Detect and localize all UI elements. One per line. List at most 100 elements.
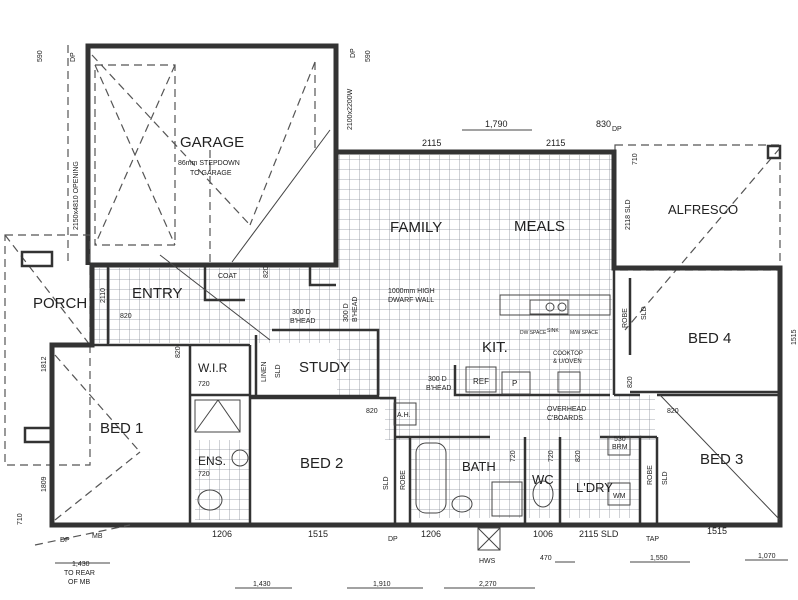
- dim-1550: 1,550: [650, 555, 668, 562]
- label-study: STUDY: [299, 359, 350, 376]
- dim-720-wir: 720: [198, 381, 210, 388]
- dim-710-left: 710: [17, 513, 24, 525]
- label-mb: MB: [92, 533, 103, 540]
- note-bhead-3b: B'HEAD: [426, 385, 451, 392]
- plan-notes: 1000mm HIGH DWARF WALL 300 D B'HEAD 300 …: [60, 48, 669, 586]
- dim-2270: 2,270: [479, 581, 497, 588]
- dim-590-right: 590: [365, 50, 372, 62]
- dim-530: 530: [614, 436, 626, 443]
- section-lines: [34, 254, 781, 546]
- label-hws: HWS: [479, 558, 496, 565]
- label-kitchen: KIT.: [482, 339, 508, 356]
- label-entry: ENTRY: [132, 285, 183, 302]
- tiled-floors: [92, 155, 655, 520]
- dim-2115-a: 2115: [422, 138, 441, 148]
- dim-1206-b: 1206: [421, 529, 441, 539]
- label-garage-note-2: TO GARAGE: [190, 170, 232, 177]
- note-mw-space: M/W SPACE: [570, 330, 599, 336]
- label-bed3: BED 3: [700, 451, 743, 468]
- note-garage-opening: 2150x4810 OPENING: [73, 161, 80, 230]
- label-family: FAMILY: [390, 219, 442, 236]
- note-sld-bed4: SLD: [641, 306, 648, 320]
- label-wir: W.I.R: [198, 361, 228, 375]
- note-bhead-1a: 300 D: [292, 309, 311, 316]
- dim-1515-right: 1515: [791, 329, 798, 345]
- note-bhead-1b: B'HEAD: [290, 318, 315, 325]
- dim-470: 470: [540, 555, 552, 562]
- label-bed2: BED 2: [300, 455, 343, 472]
- label-meals: MEALS: [514, 218, 565, 235]
- dim-1006: 1006: [533, 529, 553, 539]
- label-coat: COAT: [218, 273, 238, 280]
- note-cooktop-2: & U/OVEN: [553, 359, 582, 365]
- dim-1430-b: 1,430: [253, 581, 271, 588]
- note-dwarf-wall-1: 1000mm HIGH: [388, 288, 435, 295]
- room-labels: GARAGE 86mm STEPDOWN TO GARAGE PORCH ENT…: [33, 134, 743, 565]
- label-bed1: BED 1: [100, 420, 143, 437]
- dim-1206-a: 1206: [212, 529, 232, 539]
- note-bhead-3a: 300 D: [428, 376, 447, 383]
- porch: [4, 234, 91, 466]
- note-sink: SINK: [547, 328, 559, 334]
- label-garage-note-1: 86mm STEPDOWN: [178, 160, 240, 167]
- dim-2110: 2110: [100, 288, 107, 303]
- note-dp-5: DP: [350, 48, 357, 58]
- dim-820-wir: 820: [175, 346, 182, 358]
- label-wc: WC: [532, 472, 554, 487]
- dim-820-ldry: 820: [575, 450, 582, 462]
- alfresco: [614, 144, 782, 331]
- note-bhead-2b: B'HEAD: [352, 297, 359, 322]
- note-garage-door: 2100x2200W: [347, 88, 354, 130]
- dim-720-ens: 720: [198, 471, 210, 478]
- dim-1430-a: 1,430: [72, 561, 90, 568]
- note-dw-space: DW SPACE: [520, 330, 547, 336]
- dim-1812: 1812: [41, 356, 48, 372]
- dim-720-wc: 720: [548, 450, 555, 462]
- label-alfresco: ALFRESCO: [668, 202, 738, 217]
- note-cooktop-1: COOKTOP: [553, 351, 583, 357]
- dim-710-top: 710: [632, 153, 639, 165]
- label-ens: ENS.: [198, 454, 226, 468]
- note-dp-4: DP: [70, 52, 77, 62]
- kitchen-fixtures: [194, 294, 631, 551]
- note-overhead-1: OVERHEAD: [547, 406, 586, 413]
- dim-720-bath: 720: [510, 450, 517, 462]
- label-wm: WM: [613, 493, 626, 500]
- label-robe-bed2: ROBE: [400, 470, 407, 490]
- dim-590-left: 590: [37, 50, 44, 62]
- note-sld-study: SLD: [275, 364, 282, 378]
- dim-1515-b: 1515: [707, 526, 727, 536]
- note-dp-2: DP: [388, 536, 398, 543]
- label-linen: LINEN: [261, 361, 268, 382]
- note-dp-1: DP: [60, 537, 70, 544]
- house-walls: [49, 149, 783, 528]
- dim-820-bed4: 820: [627, 376, 634, 388]
- note-overhead-2: C'BOARDS: [547, 415, 583, 422]
- garage: [67, 43, 339, 265]
- label-laundry: L'DRY: [576, 480, 613, 495]
- label-tap: TAP: [646, 536, 659, 543]
- label-pantry: P: [512, 379, 517, 388]
- label-garage: GARAGE: [180, 134, 244, 151]
- dim-1515-a: 1515: [308, 529, 328, 539]
- note-to-rear-2: OF MB: [68, 579, 90, 586]
- dim-820-bed2: 820: [366, 408, 378, 415]
- note-dp-3: DP: [612, 126, 622, 133]
- dim-1790: 1,790: [485, 119, 508, 129]
- label-porch: PORCH: [33, 295, 87, 312]
- label-ah: A.H.: [397, 412, 411, 419]
- label-robe-bed4: ROBE: [622, 308, 629, 328]
- label-bed4: BED 4: [688, 330, 731, 347]
- note-sld-2118: 2118 SLD: [625, 199, 632, 230]
- note-dwarf-wall-2: DWARF WALL: [388, 297, 434, 304]
- dim-1809: 1809: [41, 476, 48, 492]
- dim-820-bed3: 820: [667, 408, 679, 415]
- note-sld-bed3: SLD: [662, 471, 669, 485]
- label-brm: BRM: [612, 444, 628, 451]
- note-sld-bed2: SLD: [383, 476, 390, 490]
- label-ref: REF: [473, 377, 489, 386]
- dim-820-entry: 820: [120, 313, 132, 320]
- label-bath: BATH: [462, 459, 496, 474]
- dim-820-coat: 820: [263, 266, 270, 278]
